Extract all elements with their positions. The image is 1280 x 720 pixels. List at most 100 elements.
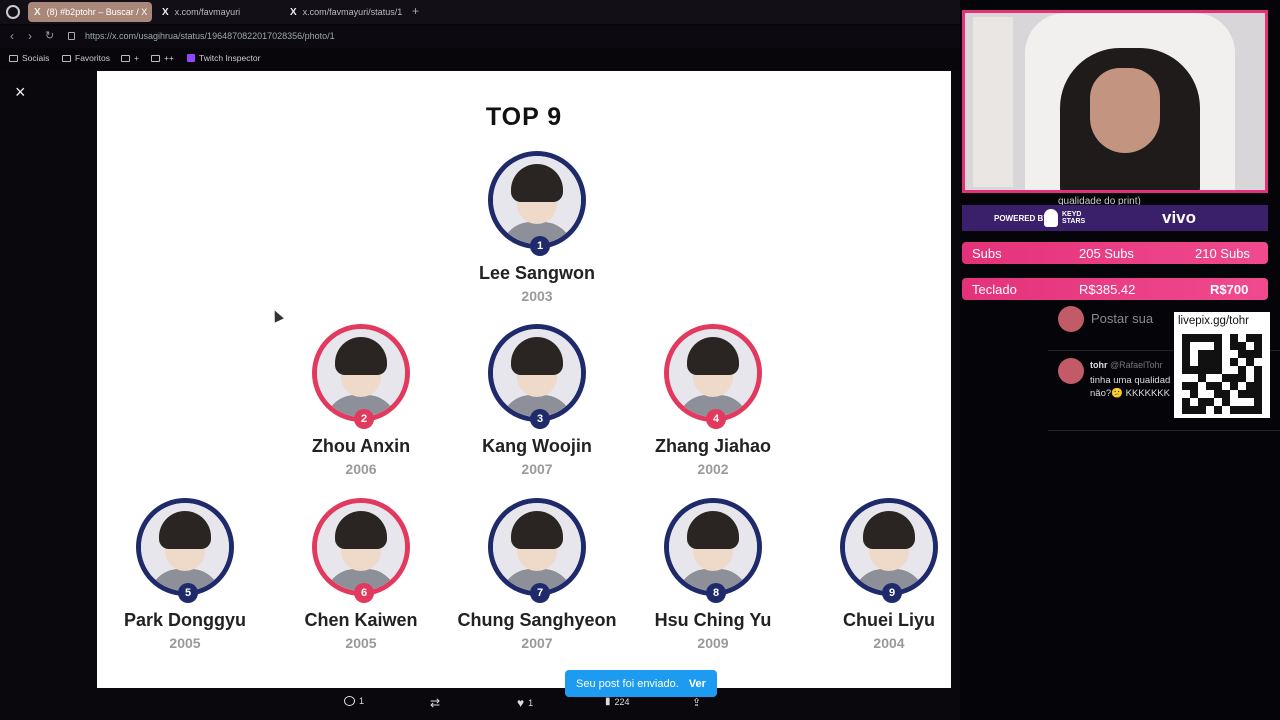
portrait-photo [669, 329, 757, 417]
share-button[interactable]: ⇪ [692, 696, 701, 709]
toast-view-link[interactable]: Ver [688, 677, 706, 690]
rank-badge: 7 [530, 583, 550, 603]
portrait-photo [141, 503, 229, 591]
person-name: Chung Sanghyeon [457, 610, 617, 630]
portrait-ring: 5 [136, 498, 234, 603]
sponsor-vivo: vivo [1162, 208, 1197, 227]
powered-by-label: POWERED BY [994, 214, 1049, 223]
rank-badge: 8 [706, 583, 726, 603]
tab-search-x[interactable]: X (8) #b2ptohr – Buscar / X [28, 2, 152, 22]
repost-icon: ⇄ [430, 696, 441, 710]
person-name: Kang Woojin [482, 436, 592, 456]
tweet-handle: @RafaelTohr [1110, 360, 1163, 370]
tab-label: x.com/favmayuri [174, 7, 241, 17]
reply-button[interactable]: 1 [344, 696, 364, 706]
divider [1048, 350, 1280, 351]
webcam-feed [962, 10, 1268, 193]
tab-favmayuri[interactable]: X x.com/favmayuri [156, 2, 280, 22]
person-year: 2005 [169, 635, 201, 651]
person-name: Park Donggyu [123, 610, 247, 630]
compose-input[interactable]: Postar sua [1091, 311, 1154, 326]
qr-code-icon[interactable] [1182, 334, 1262, 414]
views-button[interactable]: ▮224 [605, 696, 630, 707]
folder-icon [151, 54, 160, 62]
rank-badge: 6 [354, 583, 374, 603]
url-field[interactable]: https://x.com/usagihrua/status/196487082… [85, 31, 335, 41]
portrait-photo [845, 503, 933, 591]
sponsor-keyd: KEYD STARS [1062, 211, 1086, 225]
bookmark-plusplus[interactable]: ++ [151, 53, 174, 63]
portrait-ring: 8 [664, 498, 762, 603]
close-icon[interactable]: × [15, 82, 26, 102]
portrait-photo [317, 329, 405, 417]
portrait-photo [317, 503, 405, 591]
tweet-avatar [1058, 358, 1084, 384]
new-tab-button[interactable]: + [412, 4, 420, 18]
tab-favmayuri-status[interactable]: X x.com/favmayuri/status/1 [284, 2, 408, 22]
person-name: Zhang Jiahao [654, 436, 771, 456]
tweet-line2: não?😕 KKKKKKK [1090, 388, 1170, 399]
rank-badge: 2 [354, 409, 374, 429]
back-icon[interactable]: ‹ [10, 29, 14, 43]
opera-menu-icon[interactable] [6, 5, 20, 19]
lock-icon [68, 32, 75, 40]
folder-icon [121, 54, 130, 62]
portrait-photo [493, 156, 581, 244]
tab-label: (8) #b2ptohr – Buscar / X [46, 7, 148, 17]
bookmarks-bar: Sociais Favoritos + ++ Twitch Inspector [0, 50, 960, 68]
livepix-qr-panel: livepix.gg/tohr [1174, 312, 1270, 418]
reload-icon[interactable]: ↻ [45, 30, 55, 42]
portrait-photo [669, 503, 757, 591]
twitch-icon [187, 54, 195, 62]
tweet-divider [1048, 430, 1280, 431]
shelf [973, 17, 1013, 187]
forward-icon[interactable]: › [28, 29, 32, 43]
heart-icon: ♥ [517, 696, 525, 710]
bookmark-twitch-inspector[interactable]: Twitch Inspector [187, 53, 260, 63]
bookmark-favoritos[interactable]: Favoritos [62, 53, 110, 63]
tab-bar: X (8) #b2ptohr – Buscar / X X x.com/favm… [0, 0, 960, 24]
portrait-ring: 9 [840, 498, 938, 603]
bookmark-sociais[interactable]: Sociais [9, 53, 49, 63]
rank-badge: 4 [706, 409, 726, 429]
person-name: Chen Kaiwen [304, 610, 418, 630]
subs-current: 205 Subs [1079, 246, 1134, 261]
person-year: 2009 [697, 635, 729, 651]
rank-badge: 1 [530, 236, 550, 256]
person-name: Zhou Anxin [311, 436, 411, 456]
bookmark-plus[interactable]: + [121, 53, 139, 63]
person-name: Chuei Liyu [842, 610, 935, 630]
portrait-ring: 3 [488, 324, 586, 429]
person-year: 2002 [697, 461, 729, 477]
rank-badge: 5 [178, 583, 198, 603]
x-logo-icon: X [162, 6, 169, 18]
image-title: TOP 9 [485, 103, 563, 131]
person-year: 2005 [345, 635, 377, 651]
person-name: Hsu Ching Yu [654, 610, 772, 630]
like-button[interactable]: ♥1 [517, 696, 534, 710]
tweet-author-name: tohr [1090, 360, 1108, 370]
portrait-ring: 7 [488, 498, 586, 603]
repost-button[interactable]: ⇄ [430, 696, 440, 710]
rank-badge: 3 [530, 409, 550, 429]
toast-text: Seu post foi enviado. [576, 677, 679, 690]
reply-icon [344, 696, 355, 706]
streamer-face [1090, 68, 1160, 153]
folder-icon [62, 54, 71, 62]
behind-text: qualidade do print) [1058, 196, 1141, 207]
share-icon: ⇪ [692, 697, 702, 709]
post-sent-toast: Seu post foi enviado. Ver [565, 670, 717, 697]
subs-goal-bar: Subs 205 Subs 210 Subs [962, 242, 1268, 264]
helmet-logo-icon [1044, 209, 1058, 227]
subs-label: Subs [972, 246, 1002, 261]
qr-label: livepix.gg/tohr [1178, 315, 1249, 327]
person-year: 2007 [521, 635, 553, 651]
